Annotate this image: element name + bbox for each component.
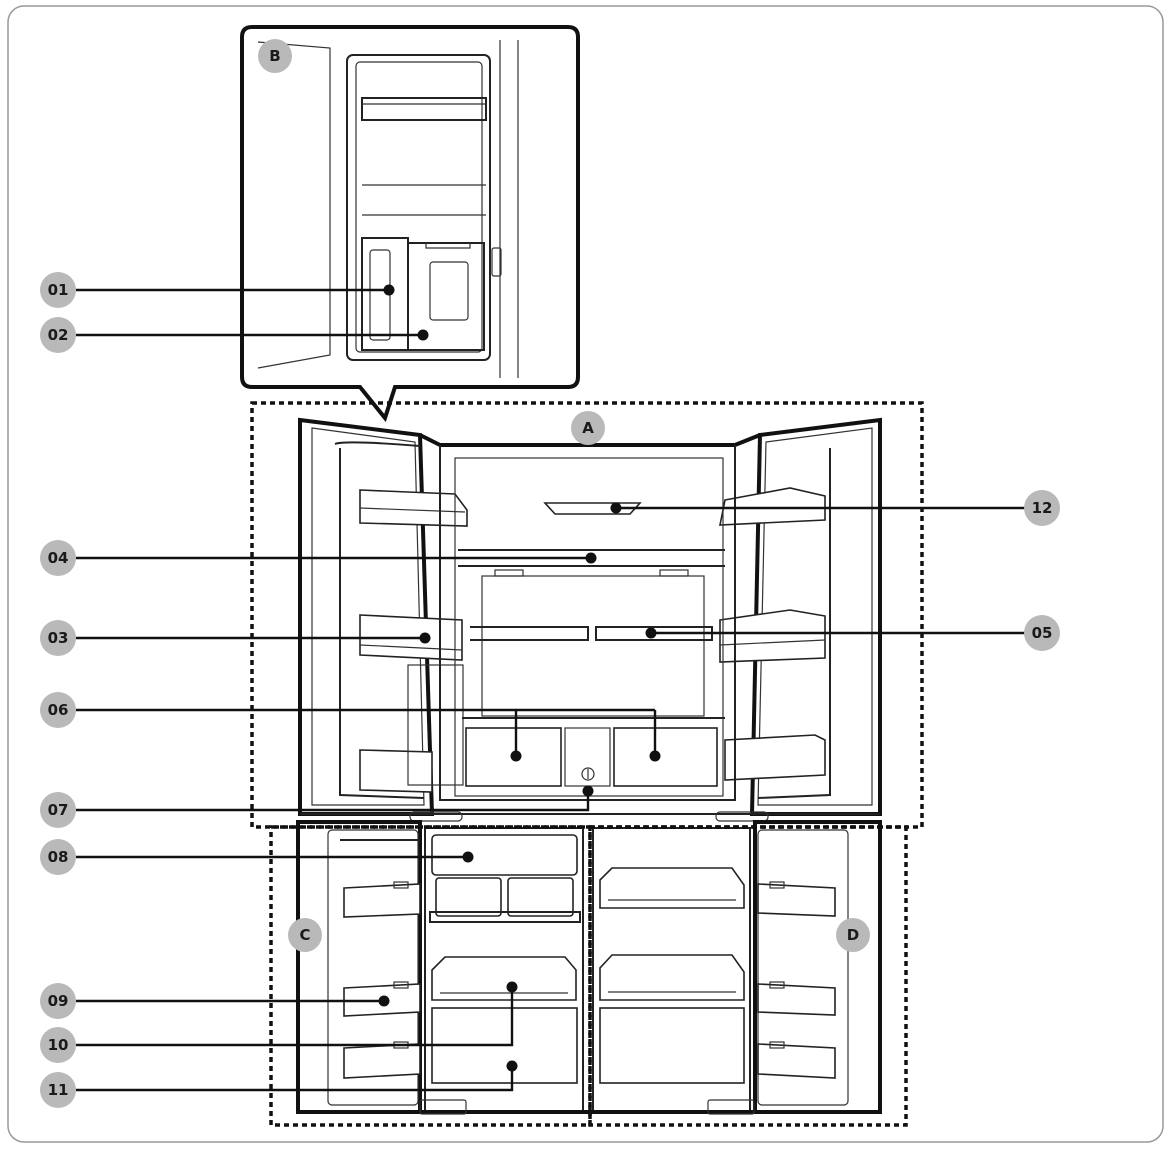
callout-label-08: 08 — [48, 848, 69, 866]
callout-badge-05: 05 — [1024, 615, 1060, 651]
upper-fridge-drawing — [298, 417, 882, 822]
callout-badge-12: 12 — [1024, 490, 1060, 526]
detail-b-callout — [240, 25, 580, 423]
callout-label-02: 02 — [48, 326, 69, 344]
callout-badge-03: 03 — [40, 620, 76, 656]
leader-12 — [610, 502, 1042, 514]
zone-label-d: D — [847, 926, 859, 944]
callout-label-01: 01 — [48, 281, 69, 299]
zone-label-c: C — [299, 926, 310, 944]
callout-badge-09: 09 — [40, 983, 76, 1019]
lower-freezer-drawing — [296, 820, 882, 1115]
zone-badge-d: D — [836, 918, 870, 952]
zone-badge-c: C — [288, 918, 322, 952]
leader-04 — [76, 552, 597, 564]
leader-05 — [645, 627, 1042, 639]
callout-badge-04: 04 — [40, 540, 76, 576]
leader-11 — [76, 1060, 518, 1092]
leader-02 — [76, 329, 429, 341]
callout-label-07: 07 — [48, 801, 69, 819]
leader-09 — [76, 995, 390, 1007]
zone-a-boundary — [250, 401, 924, 829]
callout-badge-02: 02 — [40, 317, 76, 353]
callout-badge-07: 07 — [40, 792, 76, 828]
leader-03 — [76, 632, 431, 644]
zone-label-b: B — [269, 47, 280, 65]
callout-label-06: 06 — [48, 701, 69, 719]
leader-06 — [76, 708, 661, 762]
zone-label-a: A — [582, 419, 594, 437]
zone-badge-b: B — [258, 39, 292, 73]
callout-label-10: 10 — [48, 1036, 69, 1054]
zone-c-boundary — [269, 825, 592, 1127]
zone-badge-a: A — [571, 411, 605, 445]
callout-badge-06: 06 — [40, 692, 76, 728]
callout-label-04: 04 — [48, 549, 69, 567]
zone-d-boundary — [588, 825, 908, 1127]
callout-label-09: 09 — [48, 992, 69, 1010]
callout-badge-10: 10 — [40, 1027, 76, 1063]
callout-badge-08: 08 — [40, 839, 76, 875]
callout-label-03: 03 — [48, 629, 69, 647]
callout-label-11: 11 — [48, 1081, 69, 1099]
callout-label-05: 05 — [1032, 624, 1053, 642]
callout-label-12: 12 — [1032, 499, 1053, 517]
leader-08 — [76, 851, 474, 863]
leader-01 — [76, 284, 395, 296]
leader-07 — [76, 785, 594, 812]
outer-frame — [7, 5, 1164, 1143]
callout-badge-01: 01 — [40, 272, 76, 308]
leader-10 — [76, 981, 518, 1047]
callout-badge-11: 11 — [40, 1072, 76, 1108]
